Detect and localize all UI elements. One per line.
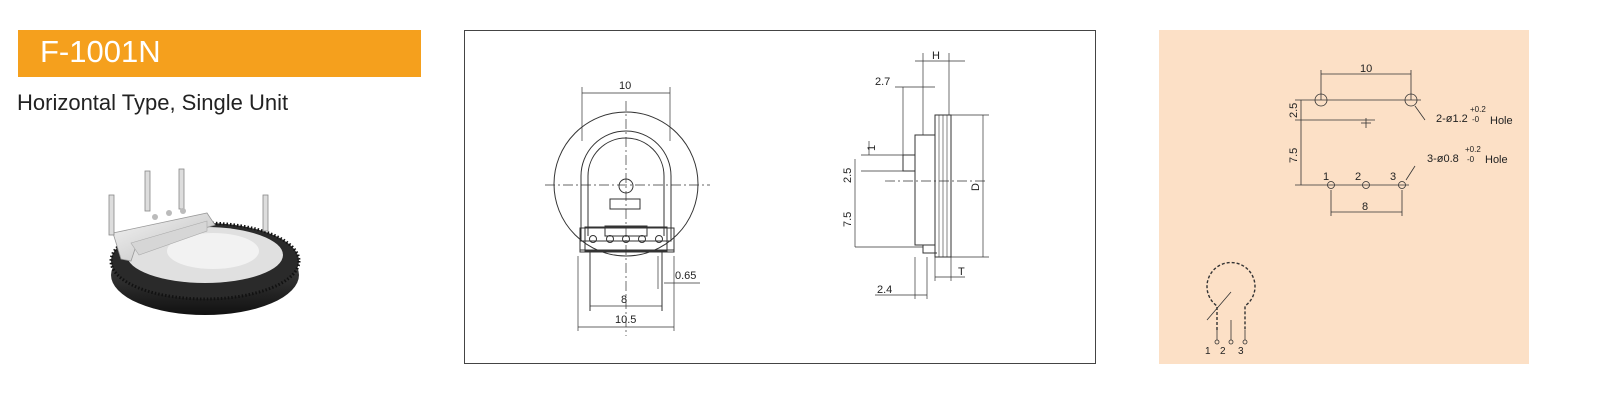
pcb-dim-left-upper: 2.5 bbox=[1288, 103, 1300, 118]
product-photo bbox=[108, 168, 301, 315]
front-dim-top: 10 bbox=[619, 80, 631, 92]
model-title: F-1001N bbox=[40, 34, 161, 69]
pcb-layout-panel: 10 2.5 7.5 8 2-ø1.2 +0.2 -0 Hole 3-ø0.8 … bbox=[1159, 30, 1529, 364]
side-dim-25: 2.5 bbox=[842, 168, 854, 183]
schematic-pin-2: 2 bbox=[1220, 346, 1226, 357]
pcb-dim-bottom: 8 bbox=[1362, 201, 1368, 213]
pcb-hole-tol-1-lower: -0 bbox=[1472, 115, 1480, 124]
model-title-bar: F-1001N bbox=[18, 30, 421, 77]
front-dim-pin: 0.65 bbox=[675, 270, 696, 282]
pcb-layout-drawing: 10 2.5 7.5 8 2-ø1.2 +0.2 -0 Hole 3-ø0.8 … bbox=[1205, 63, 1513, 357]
side-dim-1: 1 bbox=[866, 145, 878, 151]
schematic-resistor bbox=[1206, 261, 1256, 330]
model-subtitle: Horizontal Type, Single Unit bbox=[17, 90, 289, 115]
dimension-drawing-frame: 10 8 10.5 0.65 H 2.7 1 2.5 7.5 D T 2.4 bbox=[464, 30, 1096, 364]
pcb-pin-1: 1 bbox=[1323, 171, 1329, 183]
side-dim-t: T bbox=[958, 266, 965, 278]
side-dim-h: H bbox=[932, 50, 940, 62]
dimension-drawing: 10 8 10.5 0.65 H 2.7 1 2.5 7.5 D T 2.4 bbox=[545, 50, 989, 336]
pcb-pin-3: 3 bbox=[1390, 171, 1396, 183]
schematic-pin-3: 3 bbox=[1238, 346, 1244, 357]
front-housing bbox=[580, 130, 672, 242]
front-dim-pin-pitch: 8 bbox=[621, 294, 627, 306]
pcb-dim-left-lower: 7.5 bbox=[1288, 148, 1300, 163]
pcb-hole-tol-1-upper: +0.2 bbox=[1470, 105, 1486, 114]
side-dim-24: 2.4 bbox=[877, 284, 892, 296]
pcb-hole-tol-2-lower: -0 bbox=[1467, 155, 1475, 164]
pcb-hole-tol-2-upper: +0.2 bbox=[1465, 145, 1481, 154]
pcb-hole-word-1: Hole bbox=[1490, 115, 1513, 127]
side-dim-75: 7.5 bbox=[842, 212, 854, 227]
front-dim-width: 10.5 bbox=[615, 314, 636, 326]
pcb-dim-top: 10 bbox=[1360, 63, 1372, 75]
front-dial-circle bbox=[553, 111, 699, 257]
pcb-hole-note-2: 3-ø0.8 bbox=[1427, 153, 1459, 165]
side-dim-d: D bbox=[970, 183, 982, 191]
side-dim-27: 2.7 bbox=[875, 76, 890, 88]
schematic-pin-1: 1 bbox=[1205, 346, 1211, 357]
pcb-pin-2: 2 bbox=[1355, 171, 1361, 183]
pcb-hole-note-1: 2-ø1.2 bbox=[1436, 113, 1468, 125]
pcb-hole-word-2: Hole bbox=[1485, 154, 1508, 166]
